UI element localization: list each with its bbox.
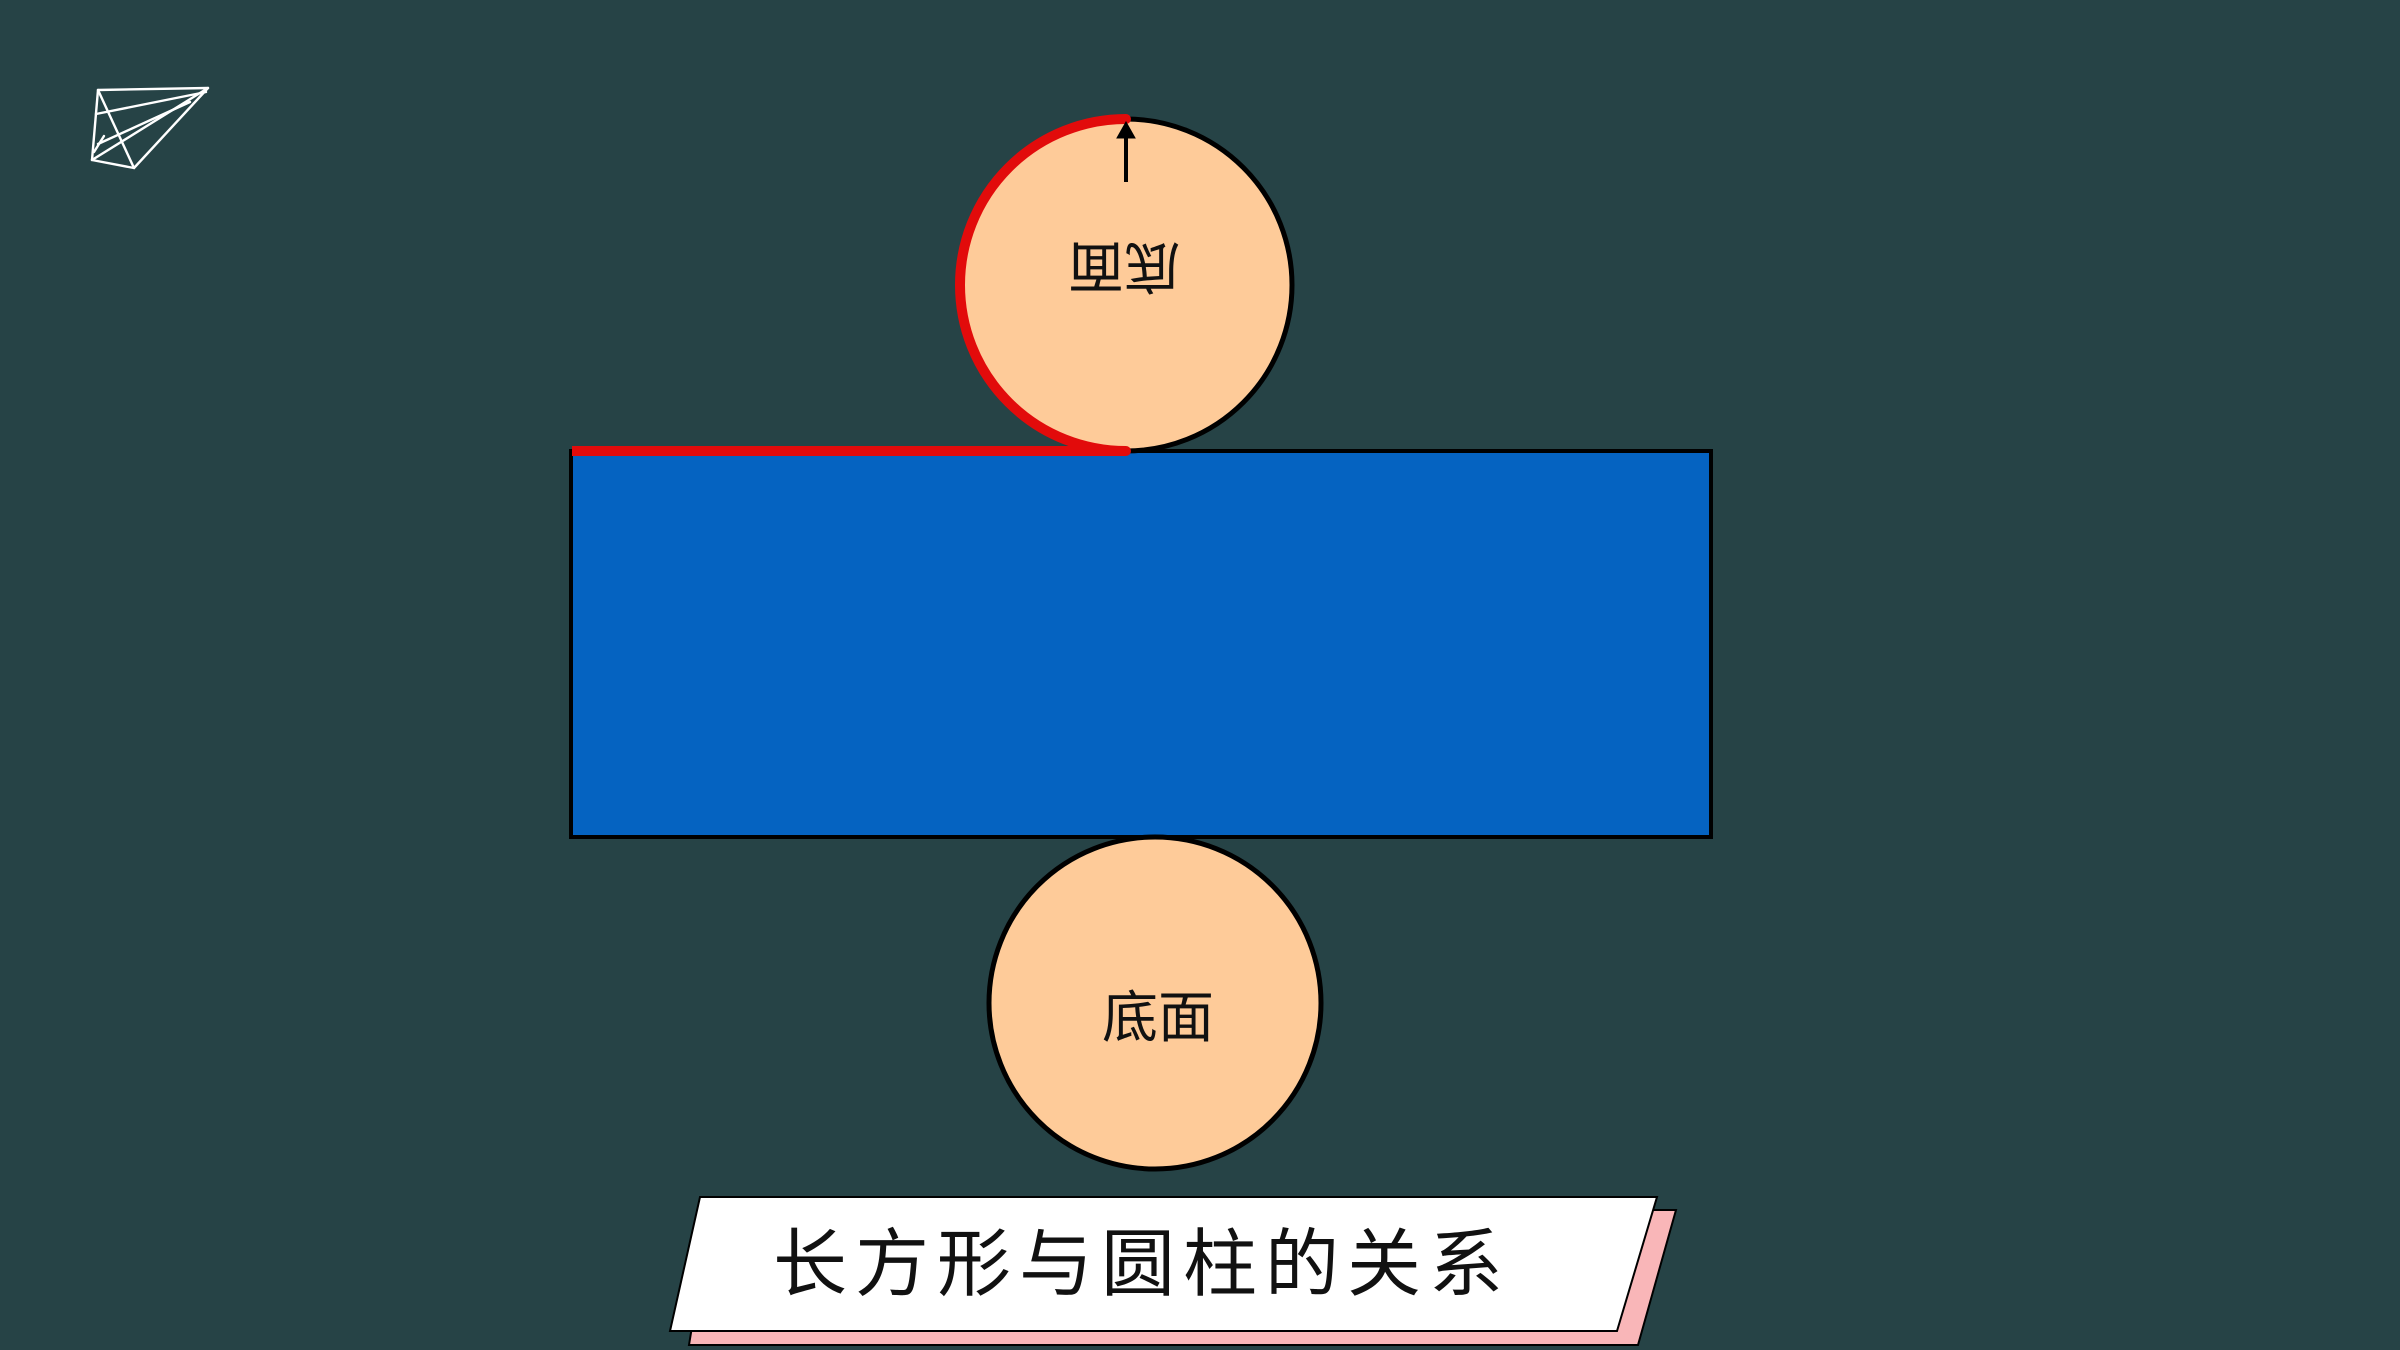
paper-plane-icon <box>90 86 210 170</box>
circumference-highlight-arc <box>955 114 1131 456</box>
title-text: 长方形与圆柱的关系 <box>773 1221 1511 1307</box>
title-banner-card <box>668 1196 1659 1332</box>
bottom-base-circle <box>986 834 1324 1172</box>
cylinder-net-diagram: 底面 底面 <box>569 114 1713 1172</box>
arrow-up-icon <box>1116 120 1136 182</box>
bottom-base-label: 底面 <box>1102 986 1214 1051</box>
lateral-surface-rectangle <box>569 449 1713 839</box>
title-banner: 长方形与圆柱的关系 <box>668 1196 1678 1346</box>
top-base-label: 底面 <box>1068 233 1180 298</box>
